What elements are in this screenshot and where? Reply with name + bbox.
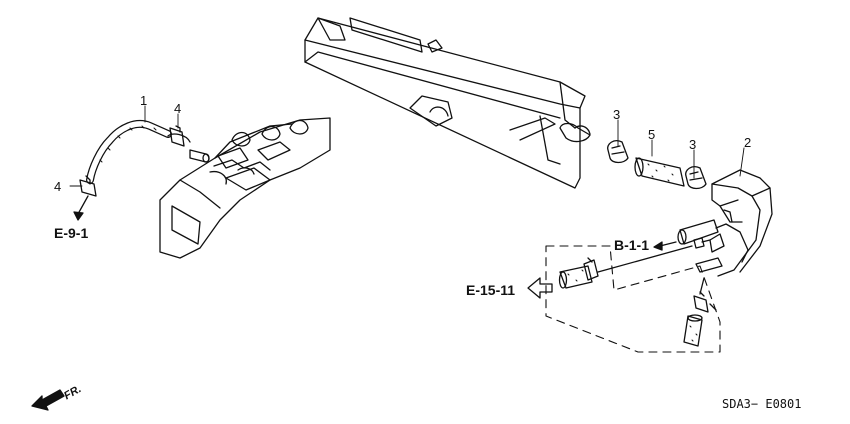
callout-2: 2	[744, 135, 752, 150]
reference-e-15-11: E-15-11	[466, 282, 516, 298]
hose-clamp-3-right	[685, 166, 707, 190]
pcv-tube-2	[677, 169, 773, 277]
hose-clamp-3-left	[607, 140, 629, 164]
hose-clamp-4-upper	[167, 125, 191, 147]
lower-hose-clamp	[683, 277, 717, 347]
leader-lines	[69, 105, 745, 187]
small-hose	[558, 265, 593, 289]
engine-nipple	[189, 149, 210, 163]
callout-3-right: 3	[689, 137, 697, 152]
diagram-code: SDA3− E0801	[722, 397, 802, 411]
arrow-b-1-1	[653, 241, 677, 251]
manifold-cover	[304, 17, 591, 189]
connecting-hose-5	[634, 157, 685, 187]
callout-4-upper: 4	[174, 101, 182, 116]
arrow-e-15-11	[527, 277, 553, 299]
front-direction-arrow	[31, 389, 65, 411]
nipple-fitting	[597, 237, 711, 273]
detail-box	[545, 245, 721, 353]
callout-5: 5	[648, 127, 656, 142]
reference-b-1-1: B-1-1	[614, 237, 650, 253]
breather-hose-1	[86, 119, 172, 184]
callout-4-lower: 4	[54, 179, 62, 194]
arrow-e-9-1	[73, 195, 89, 221]
callout-3-left: 3	[613, 107, 621, 122]
engine-block	[159, 117, 331, 259]
hose-clamp-4-lower	[79, 175, 97, 197]
callout-1: 1	[140, 93, 148, 108]
small-clamp	[583, 257, 599, 281]
reference-e-9-1: E-9-1	[54, 225, 89, 241]
